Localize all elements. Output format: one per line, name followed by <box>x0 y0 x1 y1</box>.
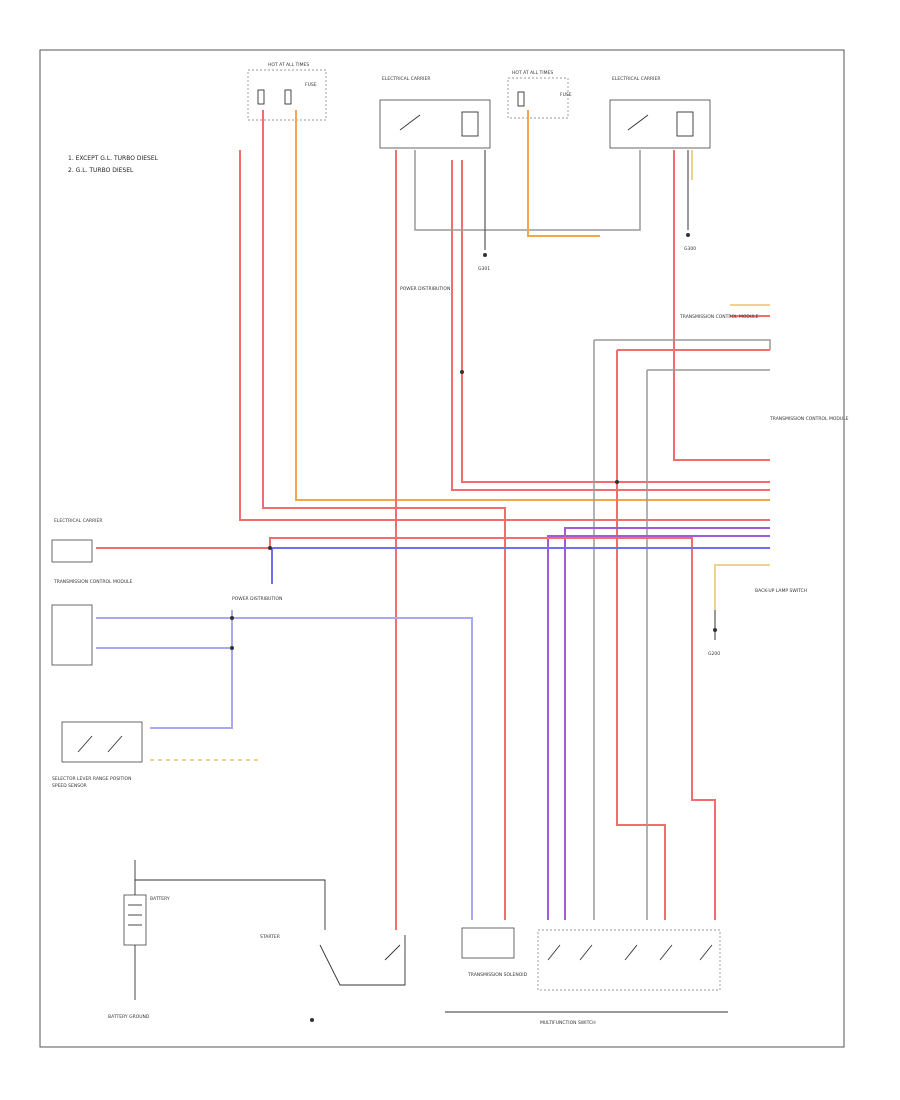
relay-panel-right-label: ELECTRICAL CARRIER <box>612 76 660 82</box>
wire-red-4 <box>451 160 770 491</box>
legend-item-1: 1. EXCEPT G.L. TURBO DIESEL <box>68 155 159 162</box>
multifunction-switch-label: MULTIFUNCTION SWITCH <box>540 1020 596 1026</box>
elec-carrier-left-label: ELECTRICAL CARRIER <box>54 518 102 524</box>
wire-red-right <box>673 150 770 461</box>
tcm-right-bottom-label: TRANSMISSION CONTROL MODULE <box>769 416 849 422</box>
hot-at-all-times-right-label: HOT AT ALL TIMES <box>512 70 553 76</box>
tcm-left-box-2: TRANSMISSION CONTROL MODULE <box>51 579 133 666</box>
battery-ground-label: BATTERY GROUND <box>108 1014 150 1020</box>
tcm-left-label: TRANSMISSION CONTROL MODULE <box>53 579 133 585</box>
starter-label: STARTER <box>260 934 280 940</box>
relay-panel-left: ELECTRICAL CARRIER <box>379 76 491 149</box>
wire-orange-1 <box>295 110 770 501</box>
wire-gray-right <box>594 339 771 350</box>
diagram-frame <box>39 49 845 1048</box>
selector-lever-switch: SELECTOR LEVER RANGE POSITION SPEED SENS… <box>52 721 143 789</box>
tcm-right-top-label: TRANSMISSION CONTROL MODULE <box>679 314 759 320</box>
fuse-right-label: FUSE <box>560 92 572 98</box>
starter: STARTER <box>260 934 406 1022</box>
fuse-block-right: HOT AT ALL TIMES FUSE <box>507 70 572 119</box>
transmission-solenoid-label: TRANSMISSION SOLENOID <box>467 972 528 978</box>
wire-red-2 <box>239 150 770 521</box>
multifunction-switch: MULTIFUNCTION SWITCH <box>445 929 728 1026</box>
wire-red-down-1 <box>616 350 666 920</box>
power-dist-mid-label: POWER DISTRIBUTION <box>232 596 282 602</box>
transmission-solenoid: TRANSMISSION SOLENOID <box>461 927 528 978</box>
back-up-lamp-label: BACK-UP LAMP SWITCH <box>755 588 807 594</box>
battery: BATTERY BATTERY GROUND <box>108 860 326 1020</box>
wire-purple-down-1 <box>564 527 770 920</box>
wire-red-1 <box>262 110 506 920</box>
wire-purple-down-2 <box>547 535 770 920</box>
legend-item-2: 2. G.L. TURBO DIESEL <box>68 167 134 174</box>
relay-panel-right: ELECTRICAL CARRIER <box>609 76 711 149</box>
wire-red-5 <box>461 160 770 483</box>
wire-orange-2 <box>527 110 600 237</box>
ground-tcm-label: G200 <box>708 651 720 657</box>
selector-lever-label: SELECTOR LEVER RANGE POSITION <box>52 776 131 782</box>
relay-panel-left-label: ELECTRICAL CARRIER <box>382 76 430 82</box>
tcm-left-box-1: ELECTRICAL CARRIER <box>51 518 102 563</box>
ground-right-label: G300 <box>684 246 696 252</box>
wire-lightblue-1 <box>96 617 473 920</box>
fuse-left-label: FUSE <box>305 82 317 88</box>
hot-at-all-times-left-label: HOT AT ALL TIMES <box>268 62 309 68</box>
wire-lightblue-3 <box>150 610 233 729</box>
power-dist-top-label: POWER DISTRIBUTION <box>400 286 450 292</box>
battery-label: BATTERY <box>150 896 170 902</box>
ground-top-mid-label: G301 <box>478 266 490 272</box>
fuse-block-left: HOT AT ALL TIMES FUSE <box>247 62 327 121</box>
speed-sensor-label: SPEED SENSOR <box>52 783 87 789</box>
wire-yellow-lower-right <box>714 564 770 610</box>
